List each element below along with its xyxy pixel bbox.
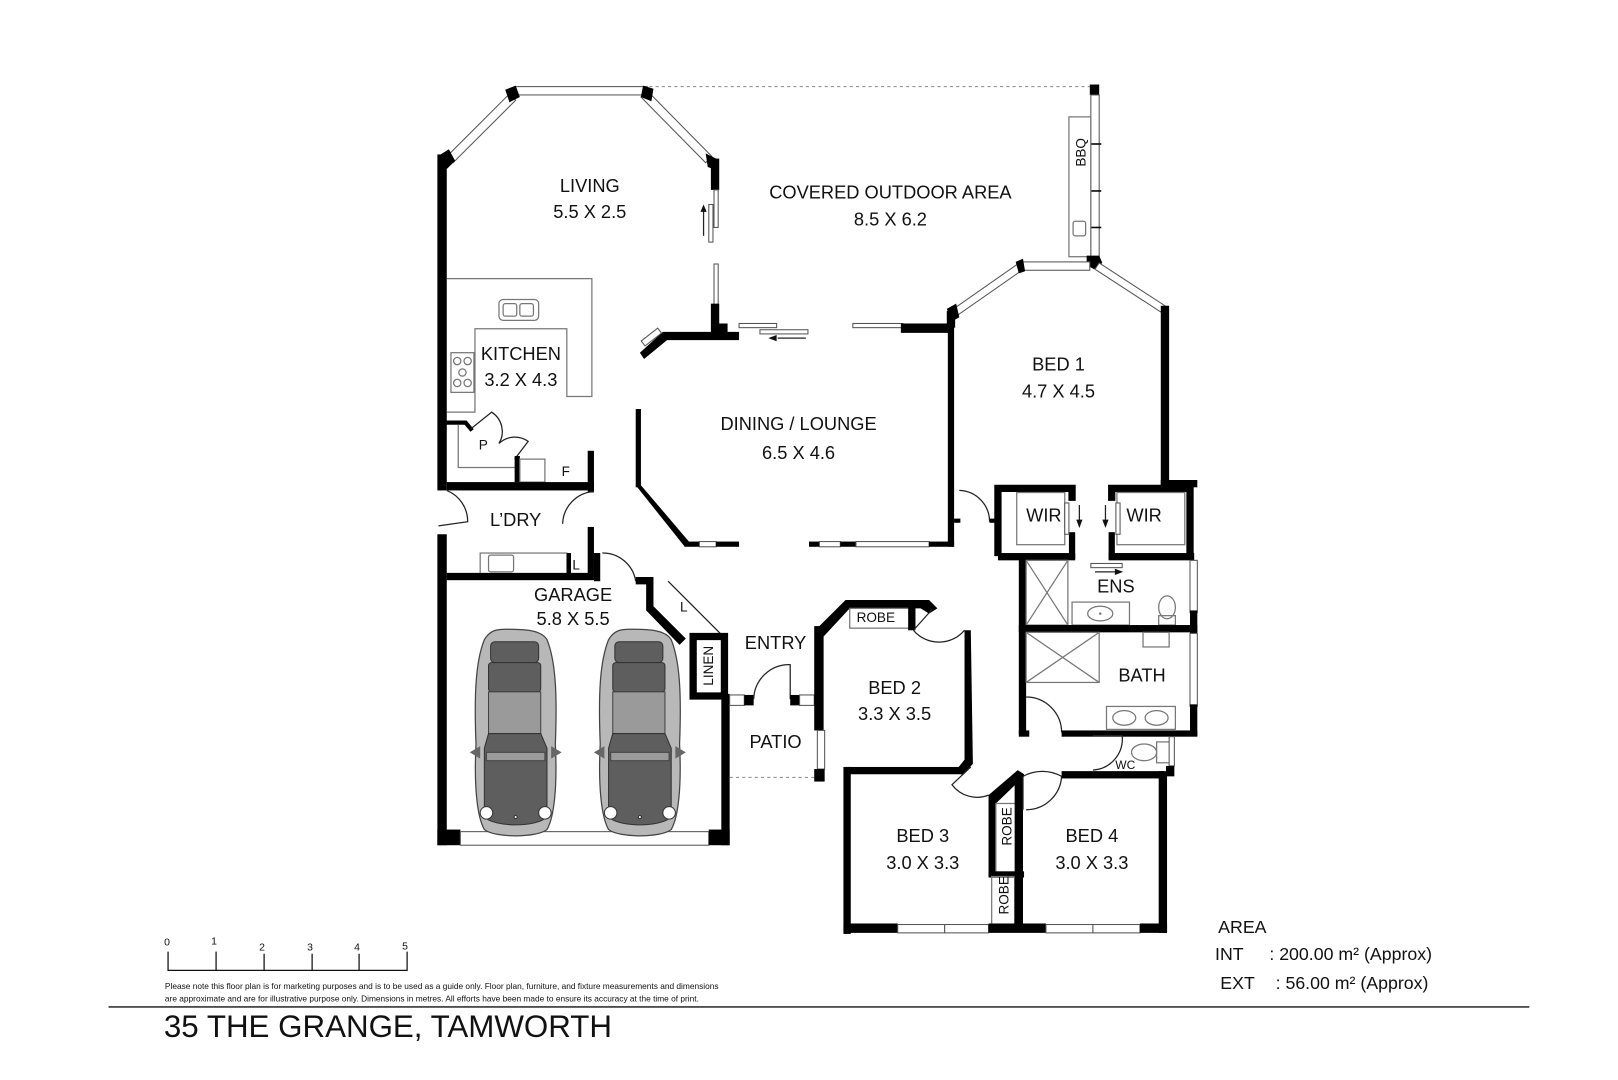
area-ext-value: : 56.00 m² (Approx) — [1276, 973, 1429, 993]
area-ext-label: EXT — [1220, 973, 1255, 993]
bed1-walls — [946, 258, 1198, 561]
living-size: 5.5 X 2.5 — [553, 201, 626, 222]
laundry-fixtures — [435, 489, 595, 581]
bbq-area — [1068, 84, 1103, 270]
scale-bar: 0 1 2 3 4 5 — [164, 936, 408, 972]
bed1-size: 4.7 X 4.5 — [1022, 381, 1095, 402]
garage-size: 5.8 X 5.5 — [537, 608, 610, 629]
laundry-linen-label: L — [572, 558, 580, 573]
scale-tick-0: 0 — [164, 937, 170, 948]
area-int-value: : 200.00 m² (Approx) — [1269, 944, 1432, 964]
bed2-size: 3.3 X 3.5 — [858, 703, 931, 724]
kitchen-label: KITCHEN — [481, 343, 561, 364]
covered-outdoor-size: 8.5 X 6.2 — [854, 208, 927, 229]
car-left-icon — [469, 628, 562, 837]
wc-label: WC — [1115, 758, 1135, 772]
bed1-label: BED 1 — [1032, 353, 1085, 374]
bed3-bed4-walls — [843, 766, 1168, 934]
dining-lounge-label: DINING / LOUNGE — [720, 413, 876, 434]
living-label: LIVING — [560, 175, 620, 196]
dining-lounge-size: 6.5 X 4.6 — [762, 442, 835, 463]
car-right-icon — [593, 628, 686, 837]
scale-tick-2: 2 — [259, 943, 265, 954]
area-int-label: INT — [1215, 944, 1244, 964]
wir-right-label: WIR — [1126, 505, 1161, 526]
bed4-robe-label: ROBE — [1000, 807, 1015, 845]
covered-outdoor-label: COVERED OUTDOOR AREA — [769, 181, 1012, 202]
wet-areas — [1018, 559, 1198, 777]
bed2-robe-label: ROBE — [857, 610, 895, 625]
area-heading: AREA — [1218, 917, 1266, 937]
bed2-walls — [814, 600, 973, 934]
pantry-label: P — [479, 438, 488, 453]
wir-left-label: WIR — [1026, 505, 1061, 526]
bbq-label: BBQ — [1074, 138, 1089, 167]
property-title: 35 THE GRANGE, TAMWORTH — [164, 1009, 612, 1044]
disclaimer-line-2: are approximate and are for illustrative… — [165, 994, 699, 1004]
bed2-label: BED 2 — [868, 677, 921, 698]
scale-tick-1: 1 — [211, 936, 217, 947]
dining-lounge-walls — [635, 322, 955, 548]
ensuite-label: ENS — [1097, 576, 1135, 597]
disclaimer-line-1: Please note this floor plan is for marke… — [165, 981, 719, 991]
scale-tick-3: 3 — [307, 943, 313, 954]
kitchen-size: 3.2 X 4.3 — [484, 369, 557, 390]
fridge-label: F — [562, 464, 570, 479]
bed4-label: BED 4 — [1066, 825, 1119, 846]
bed3-label: BED 3 — [896, 825, 949, 846]
area-summary: AREA INT : 200.00 m² (Approx) EXT : 56.0… — [1215, 917, 1432, 993]
laundry-label: L’DRY — [490, 509, 541, 530]
bed4-size: 3.0 X 3.3 — [1055, 852, 1128, 873]
bed3-size: 3.0 X 3.3 — [886, 852, 959, 873]
scale-tick-5: 5 — [402, 942, 408, 953]
scale-tick-4: 4 — [354, 943, 360, 954]
garage-linen-label: L — [680, 599, 688, 614]
entry-label: ENTRY — [745, 632, 807, 653]
patio-label: PATIO — [750, 731, 802, 752]
entry-patio-walls — [729, 664, 820, 778]
bed3-robe-label: ROBE — [996, 876, 1011, 914]
laundry-top-wall — [446, 482, 594, 491]
bath-label: BATH — [1118, 664, 1165, 685]
garage-label: GARAGE — [534, 584, 612, 605]
linen-label: LINEN — [701, 646, 716, 686]
